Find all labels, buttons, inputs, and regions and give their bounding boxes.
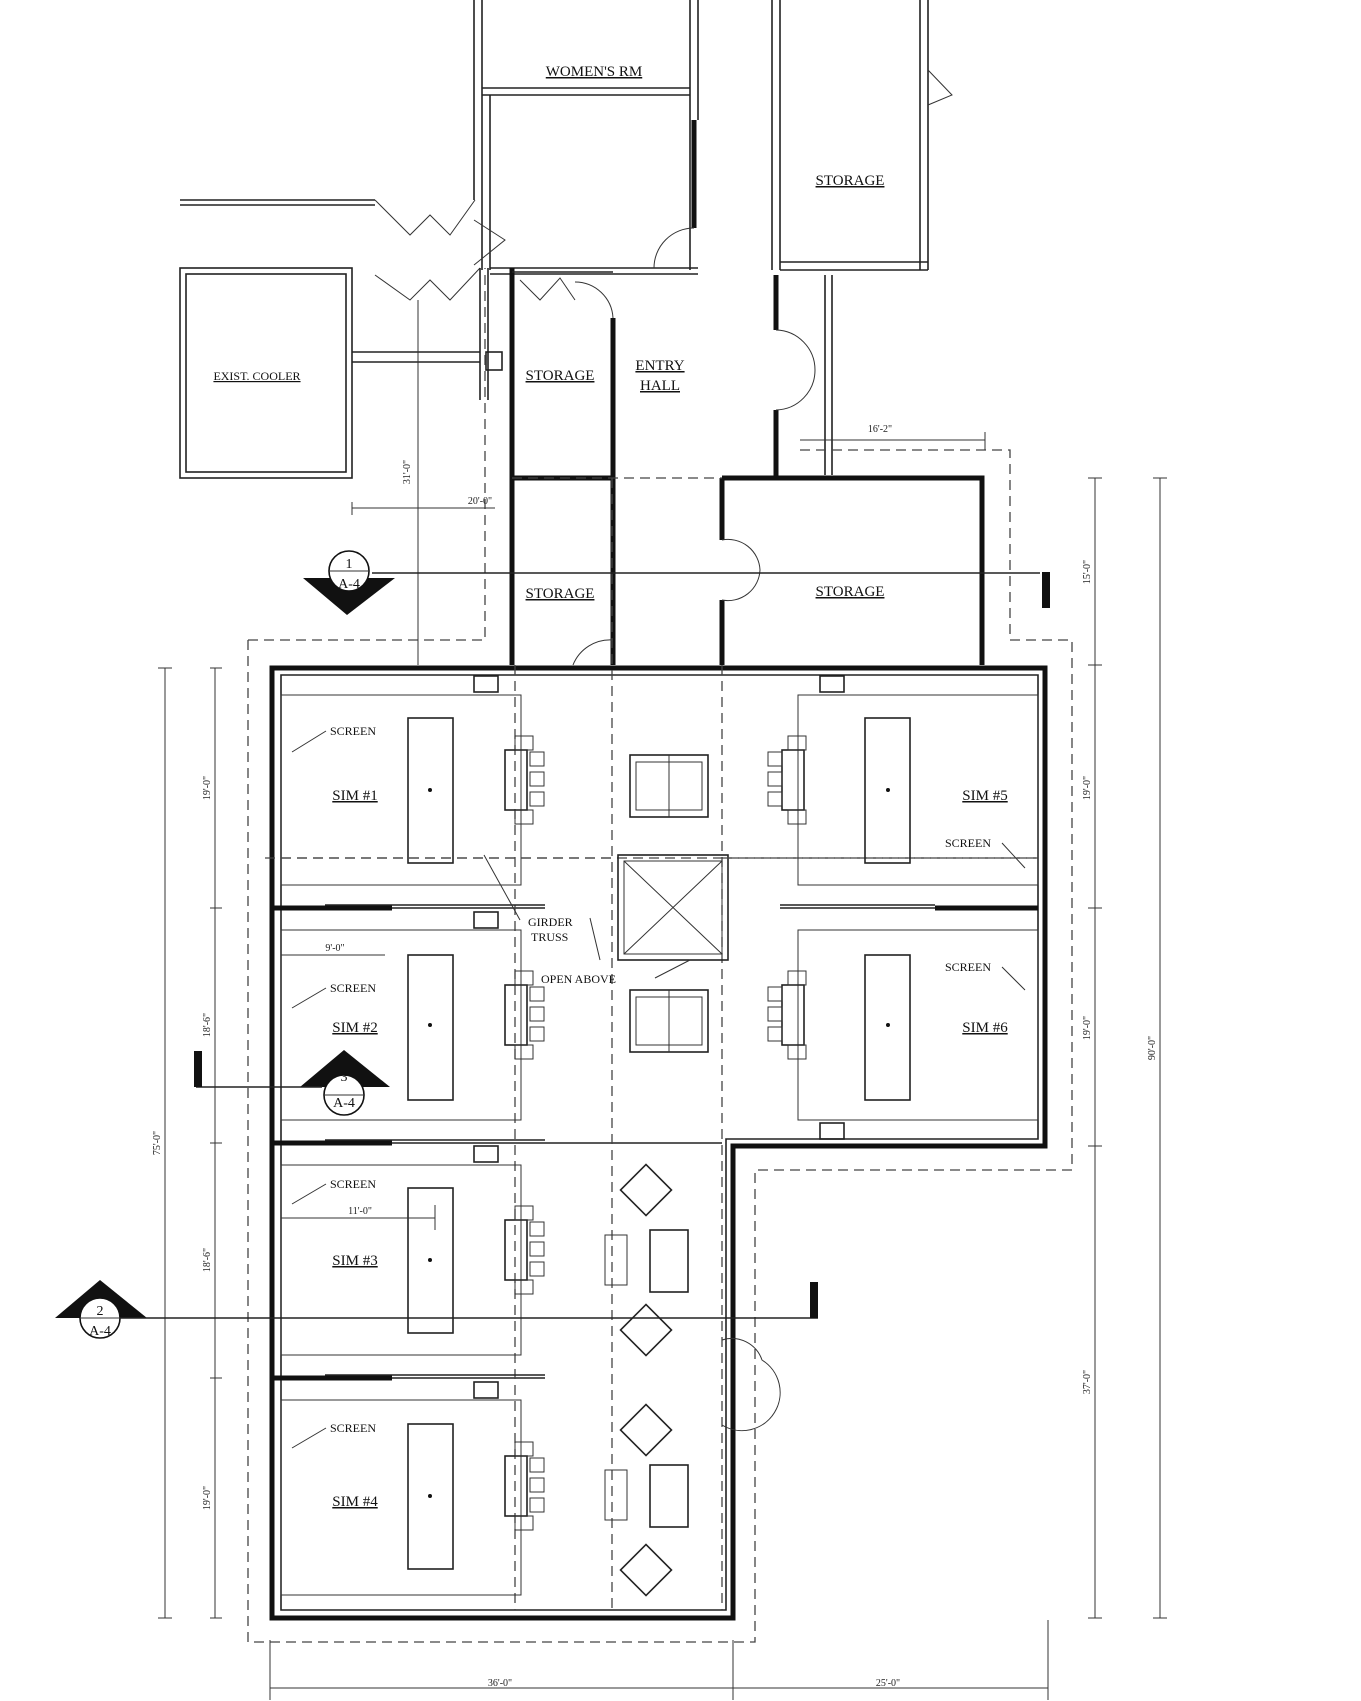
label-sim-4: SIM #4 [332,1494,378,1510]
note-truss: TRUSS [531,930,568,944]
section-1-number: 1 [346,557,353,572]
section-3-number: 3 [341,1070,348,1085]
label-storage-top: STORAGE [816,173,885,189]
dim-19-right-b: 19'-0" [1082,1016,1093,1040]
dim-19-right-a: 19'-0" [1082,776,1093,800]
dim-15: 15'-0" [1082,560,1093,584]
room-labels: WOMEN'S RM STORAGE EXIST. COOLER STORAGE… [213,64,1008,1510]
dim-90: 90'-0" [1147,1036,1158,1060]
section-marker-2 [55,1280,818,1339]
label-storage-upper: STORAGE [526,368,595,384]
dashed-outline [247,268,1073,1643]
dim-9: 9'-0" [325,943,344,954]
girder-trusses [265,854,1038,1376]
note-screen-3: SCREEN [330,1177,376,1191]
label-exist-cooler: EXIST. COOLER [213,369,300,383]
section-1-sheet: A-4 [338,577,360,592]
dim-75: 75'-0" [152,1131,163,1155]
section-2-sheet: A-4 [89,1324,111,1339]
label-storage-right: STORAGE [816,584,885,600]
dim-25: 25'-0" [876,1678,900,1689]
label-entry: ENTRY [635,358,684,374]
label-sim-1: SIM #1 [332,788,377,804]
label-storage-middle: STORAGE [526,586,595,602]
dim-16-2: 16'-2" [868,424,892,435]
section-2-number: 2 [97,1304,104,1319]
dim-19-left-bottom: 19'-0" [202,1486,213,1510]
note-screen-6: SCREEN [945,960,991,974]
section-marker-text: 1 A-4 2 A-4 3 A-4 [89,557,360,1339]
note-screen-4: SCREEN [330,1421,376,1435]
existing-walls [179,0,953,665]
note-screen-5: SCREEN [945,836,991,850]
note-screen-1: SCREEN [330,724,376,738]
dim-18-6-left-b: 18'-6" [202,1248,213,1272]
label-sim-3: SIM #3 [332,1253,377,1269]
new-building-walls [269,475,1048,1621]
dimension-text: 16'-2" 31'-0" 20'-0" 15'-0" 19'-0" 18'-6… [152,424,1158,1689]
label-womens-rm: WOMEN'S RM [546,64,642,80]
dim-36: 36'-0" [488,1678,512,1689]
dim-18-6-left-a: 18'-6" [202,1013,213,1037]
dim-19-left-top: 19'-0" [202,776,213,800]
note-girder: GIRDER [528,915,573,929]
sim-bay-details [280,675,1039,1596]
label-sim-6: SIM #6 [962,1020,1008,1036]
section-marker-1 [303,550,1050,615]
note-labels: SCREEN SCREEN SCREEN SCREEN SCREEN SCREE… [291,724,1026,1449]
dimension-lines [158,300,1167,1700]
dim-11: 11'-0" [348,1206,372,1217]
dim-31: 31'-0" [402,460,413,484]
label-sim-2: SIM #2 [332,1020,377,1036]
label-hall: HALL [640,378,680,394]
label-sim-5: SIM #5 [962,788,1007,804]
note-screen-2: SCREEN [330,981,376,995]
note-open-above: OPEN ABOVE [541,972,616,986]
dim-37: 37'-0" [1082,1370,1093,1394]
furniture [504,735,807,1597]
dim-20: 20'-0" [468,496,492,507]
section-3-sheet: A-4 [333,1096,355,1111]
section-marker-3 [194,1050,390,1116]
